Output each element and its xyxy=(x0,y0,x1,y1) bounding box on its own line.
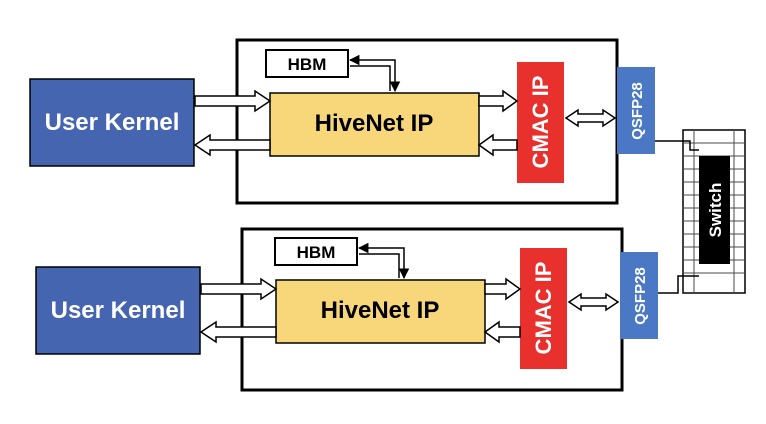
qsfp28-top-label: QSFP28 xyxy=(629,82,646,140)
network-switch: Switch xyxy=(682,129,746,294)
arrow-hbm-hivenet-top-2 xyxy=(350,65,391,91)
arrow-cmac-to-hivenet-top xyxy=(477,133,518,157)
arrow-cmac-to-hivenet-bottom xyxy=(483,320,521,344)
arrow-cmac-qsfp-bottom xyxy=(567,292,620,312)
cable-bottom-qsfp-to-switch xyxy=(658,275,699,294)
hbm-bottom-box xyxy=(274,237,358,266)
cable-top-qsfp-to-switch xyxy=(655,140,699,151)
cmac-ip-bottom-box xyxy=(520,248,567,369)
arrow-hbm-hivenet-bottom-2 xyxy=(359,253,400,278)
arrow-hivenet-to-cmac-top xyxy=(478,89,519,113)
arrow-hivenet-to-kernel-bottom xyxy=(199,320,277,344)
user-kernel-top-label: User Kernel xyxy=(45,109,180,136)
hbm-top-label: HBM xyxy=(288,55,327,74)
arrow-hbm-hivenet-bottom-1 xyxy=(357,242,410,280)
qsfp28-bottom-box xyxy=(620,252,658,339)
user-kernel-bottom-box xyxy=(35,266,201,355)
switch-core xyxy=(699,156,730,264)
arrow-kernel-to-hivenet-top xyxy=(194,89,272,113)
cmac-ip-top-label: CMAC IP xyxy=(528,76,553,169)
qsfp28-bottom-label: QSFP28 xyxy=(632,267,649,325)
fpga-board-top: User Kernel HBM HiveNet IP CMAC IP QSFP2… xyxy=(29,38,655,205)
arrow-hivenet-to-kernel-top xyxy=(193,133,271,157)
arrow-hivenet-to-cmac-bottom xyxy=(484,277,522,301)
fpga-board-bottom: User Kernel HBM HiveNet IP CMAC IP QSFP2… xyxy=(35,227,658,392)
user-kernel-top-box xyxy=(29,78,195,167)
user-kernel-bottom-label: User Kernel xyxy=(51,297,186,324)
arrow-kernel-to-hivenet-bottom xyxy=(200,277,278,301)
cmac-ip-top-box xyxy=(517,62,564,183)
arrow-hbm-hivenet-top-1 xyxy=(348,54,401,93)
hivenet-ip-top-box xyxy=(269,92,480,157)
arrow-cmac-qsfp-top xyxy=(564,108,617,128)
qsfp28-top-box xyxy=(617,67,655,154)
hivenet-ip-bottom-label: HiveNet IP xyxy=(321,297,440,324)
hbm-top-box xyxy=(265,49,349,78)
cmac-ip-bottom-label: CMAC IP xyxy=(531,262,556,355)
switch-label: Switch xyxy=(706,183,725,238)
hivenet-ip-bottom-box xyxy=(275,279,486,344)
hivenet-ip-top-label: HiveNet IP xyxy=(315,110,434,137)
hbm-bottom-label: HBM xyxy=(297,243,336,262)
